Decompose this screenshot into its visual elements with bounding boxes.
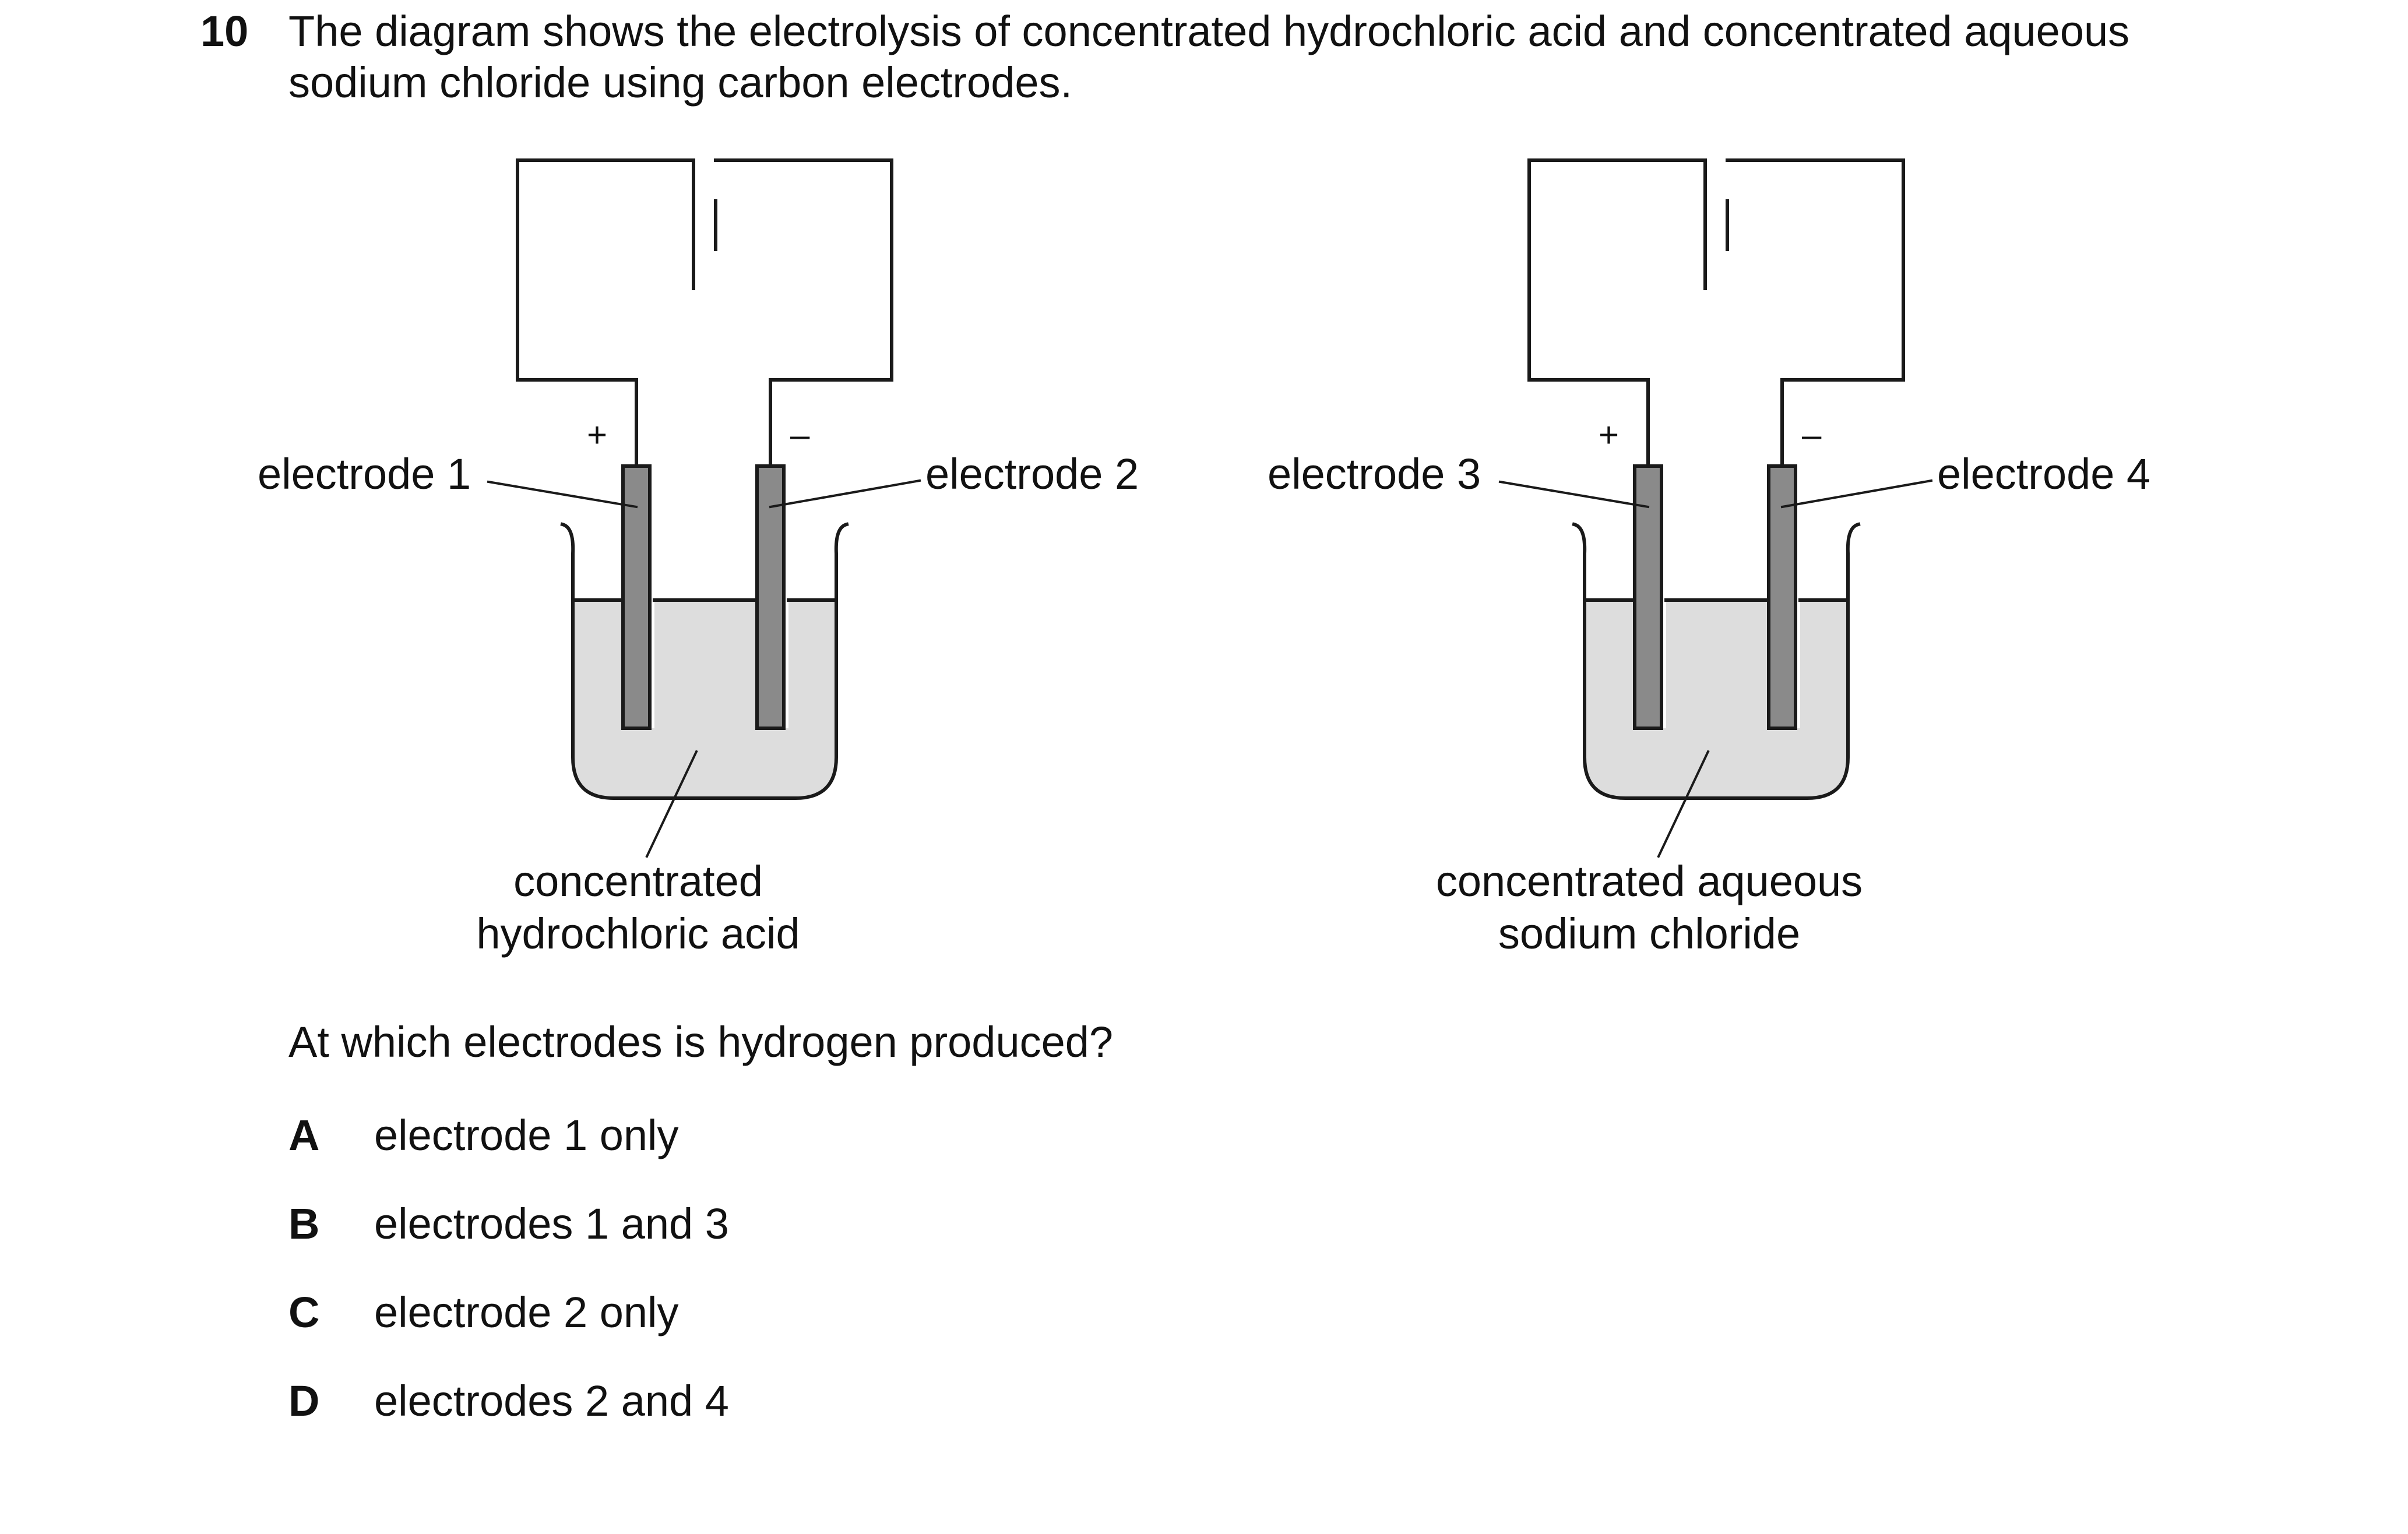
left-solution [573,600,836,798]
right-cell [1498,158,1933,858]
left-circuit-wire [516,158,695,468]
electrode-3 [1633,464,1663,730]
right-solution-label-line-1: concentrated aqueous [1435,857,1863,905]
right-beaker [1572,522,1861,800]
electrode-1 [621,464,652,730]
electrode-3-leader [1498,480,1650,509]
option-letter: B [288,1200,320,1248]
left-solution-label-line-2: hydrochloric acid [476,909,800,958]
right-solution-label-line-2: sodium chloride [1498,909,1801,958]
question-stem-line-2: sodium chloride using carbon electrodes. [288,58,1073,107]
option-letter: C [288,1288,320,1336]
question-stem-line-1: The diagram shows the electrolysis of co… [288,7,2130,55]
electrode-4 [1767,464,1797,730]
right-negative-sign: – [1802,415,1822,454]
option-letter: A [288,1111,320,1159]
option-letter: D [288,1377,320,1425]
right-solution-leader [1657,750,1710,858]
right-circuit-wire-right [1726,158,1905,468]
right-circuit-wire [1527,158,1707,468]
left-circuit-wire-right [714,158,893,468]
electrolysis-diagram-drawing [487,158,1933,858]
electrode-2-leader [769,479,921,509]
option-text: electrodes 2 and 4 [374,1377,729,1425]
question-stem: The diagram shows the electrolysis of co… [288,6,2282,108]
electrode-2 [755,464,786,730]
left-solution-label-line-1: concentrated [513,857,763,905]
electrode-4-label: electrode 4 [1937,450,2151,498]
right-positive-sign: + [1599,415,1620,454]
electrode-2-label: electrode 2 [925,450,1139,498]
electrolysis-diagram: + – electrode 1 electrode 2 concentrated… [258,158,2151,960]
electrode-4-leader [1780,479,1933,509]
right-solution [1585,600,1848,798]
question-prompt: At which electrodes is hydrogen produced… [288,1018,1114,1066]
option-text: electrodes 1 and 3 [374,1200,729,1248]
left-solution-label: concentrated hydrochloric acid [463,855,813,960]
left-solution-leader [645,750,698,858]
right-solution-label: concentrated aqueous sodium chloride [1387,855,1911,960]
left-negative-sign: – [790,415,810,454]
electrode-1-leader [487,480,638,509]
option-text: electrode 1 only [374,1111,679,1159]
electrode-3-label: electrode 3 [1268,450,1481,498]
electrode-1-label: electrode 1 [258,450,471,498]
question-number: 10 [200,7,249,55]
left-positive-sign: + [587,415,608,454]
left-beaker [560,522,849,800]
option-text: electrode 2 only [374,1288,679,1336]
left-cell [487,158,921,858]
